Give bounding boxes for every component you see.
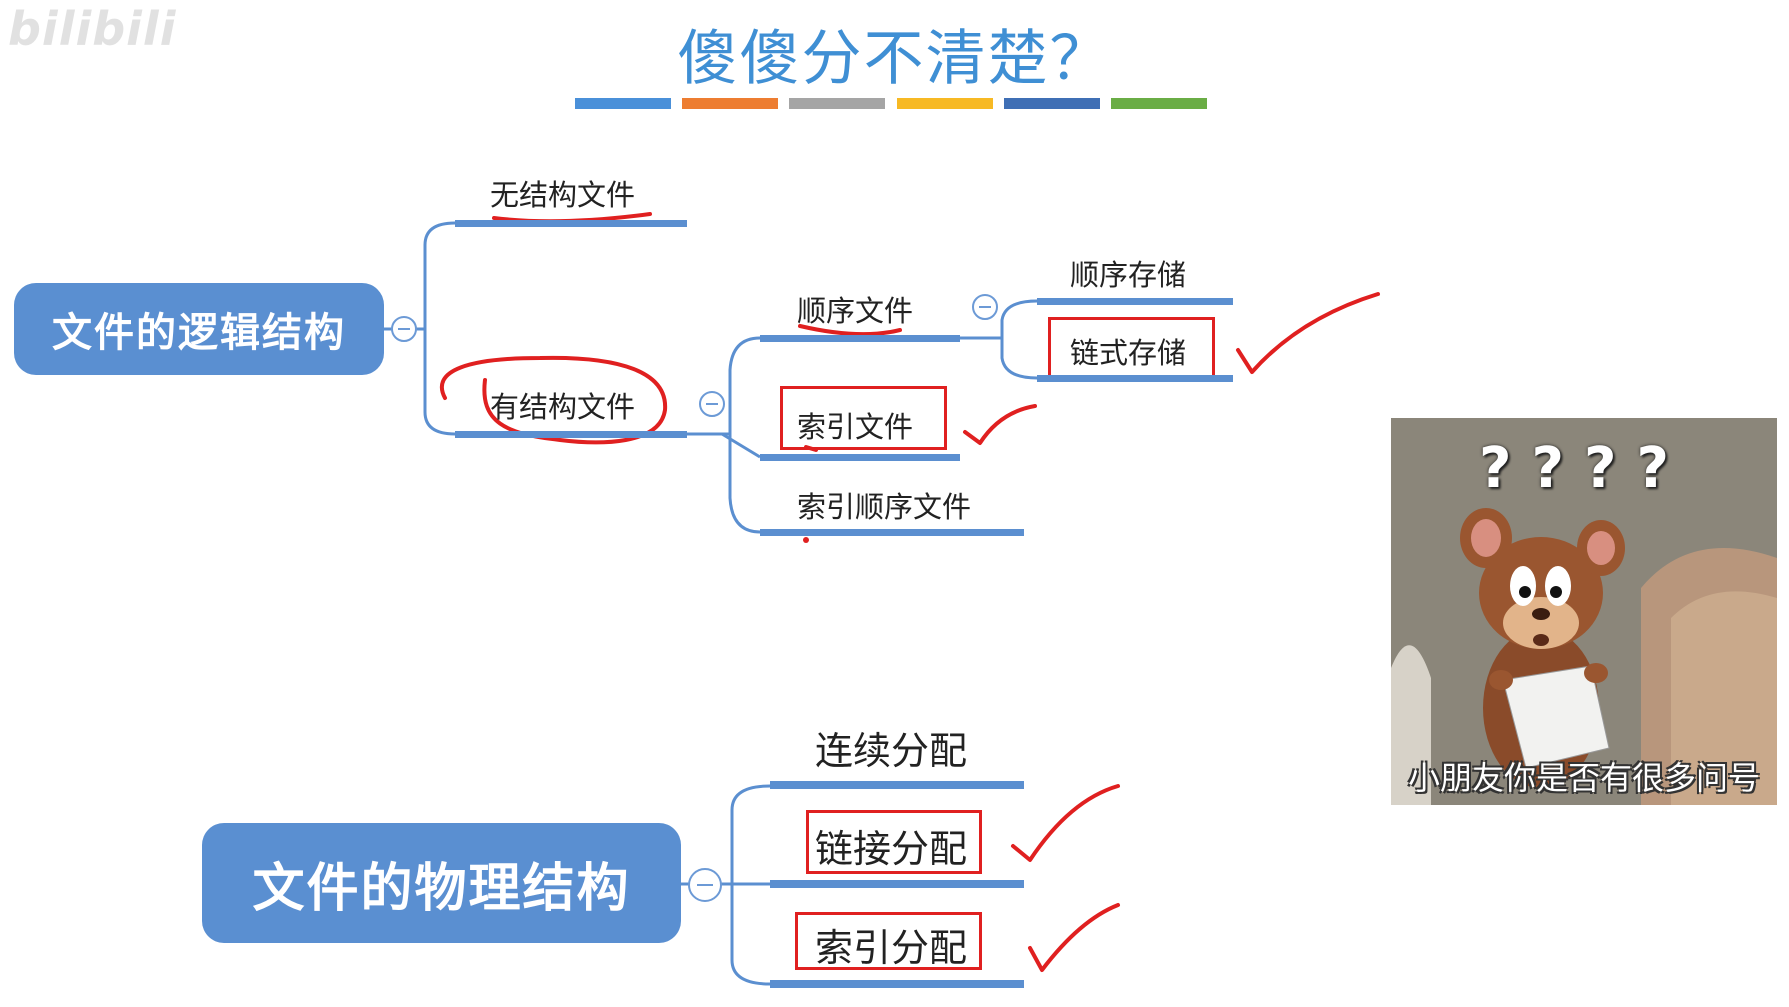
node-bar-sequential-storage [1037, 298, 1233, 305]
node-linked-storage[interactable]: 链式存储 [1070, 336, 1187, 370]
node-bar-linked [770, 880, 1024, 888]
collapse-toggle-logical[interactable] [391, 316, 417, 342]
node-bar-indexed [770, 980, 1024, 988]
node-linked-allocation[interactable]: 链接分配 [815, 827, 968, 871]
physical-structure-root[interactable]: 文件的物理结构 [202, 823, 681, 943]
node-bar-contiguous [770, 781, 1024, 789]
logical-structure-root[interactable]: 文件的逻辑结构 [14, 283, 384, 375]
color-bar-1 [575, 98, 671, 109]
collapse-toggle-physical[interactable] [688, 868, 722, 902]
node-bar-indexed-file [760, 454, 960, 461]
color-bar-2 [682, 98, 778, 109]
node-indexed-sequential-file[interactable]: 索引顺序文件 [797, 490, 972, 524]
meme-question-marks: ???? [1479, 436, 1689, 501]
highlight-box-linked-allocation [806, 810, 982, 874]
color-bar-5 [1004, 98, 1100, 109]
mouse-illustration [1391, 418, 1777, 805]
node-bar-unstructured [455, 220, 687, 227]
bilibili-watermark: bilibili [8, 2, 177, 56]
highlight-box-indexed-allocation [795, 912, 982, 970]
node-bar-sequential-file [760, 335, 960, 342]
node-unstructured-file[interactable]: 无结构文件 [490, 178, 636, 212]
confused-mouse-meme: ???? 小朋友你是否有很多问号 [1391, 418, 1777, 805]
highlight-box-indexed-file [780, 386, 947, 450]
color-bar-3 [789, 98, 885, 109]
node-sequential-file[interactable]: 顺序文件 [797, 294, 914, 328]
node-indexed-file[interactable]: 索引文件 [797, 410, 914, 444]
node-contiguous-allocation[interactable]: 连续分配 [815, 729, 968, 773]
physical-structure-label: 文件的物理结构 [252, 858, 631, 919]
collapse-toggle-sequential[interactable] [972, 294, 998, 320]
color-bar-4 [897, 98, 993, 109]
node-bar-indexed-sequential [760, 529, 1024, 536]
node-sequential-storage[interactable]: 顺序存储 [1070, 258, 1187, 292]
node-bar-linked-storage [1037, 375, 1233, 382]
meme-caption: 小朋友你是否有很多问号 [1407, 759, 1760, 797]
color-bar-6 [1111, 98, 1207, 109]
node-indexed-allocation[interactable]: 索引分配 [815, 926, 968, 970]
logical-structure-label: 文件的逻辑结构 [52, 310, 346, 356]
page-title: 傻傻分不清楚？ [677, 24, 1112, 94]
node-structured-file[interactable]: 有结构文件 [490, 390, 636, 424]
node-bar-structured [455, 431, 687, 438]
collapse-toggle-structured[interactable] [699, 391, 725, 417]
